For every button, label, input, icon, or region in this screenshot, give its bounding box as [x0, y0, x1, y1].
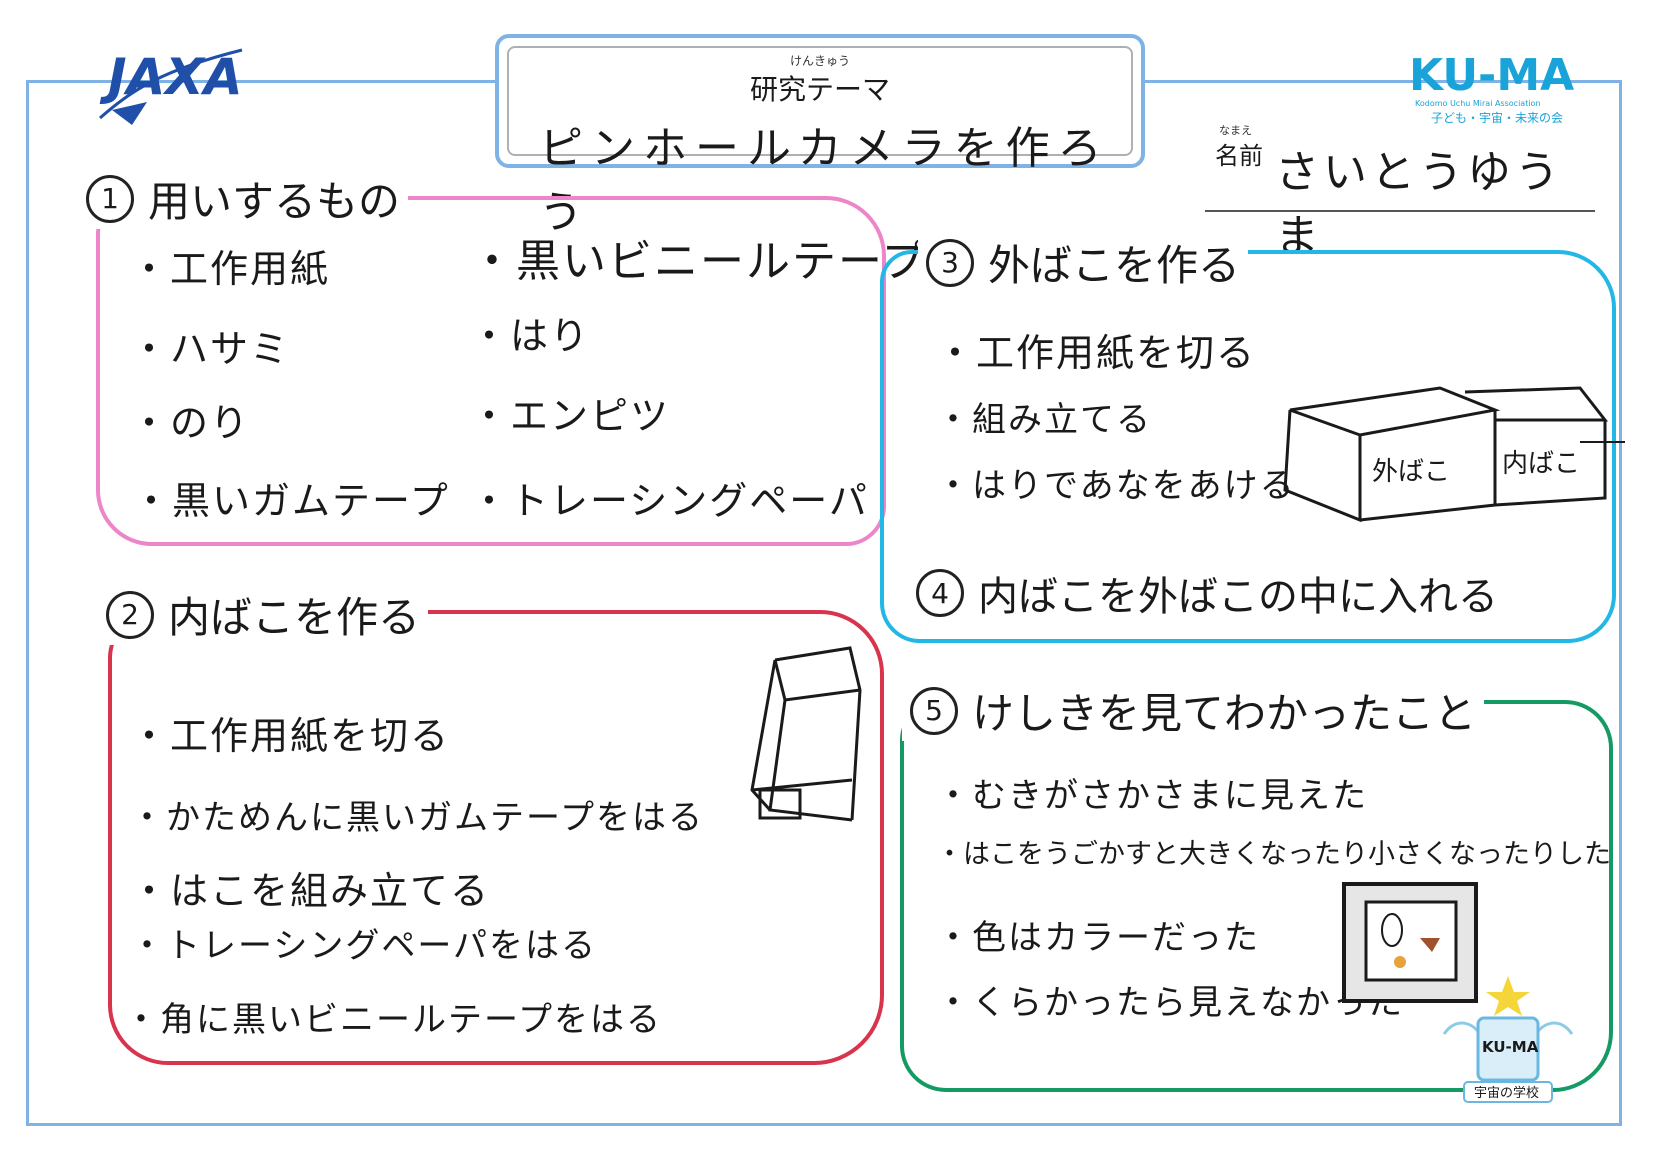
finding-item: ・むきがさかさまに見えた — [936, 776, 1368, 816]
material-item: ・ハサミ — [130, 327, 291, 371]
section-title: 内ばこを外ばこの中に入れる — [978, 574, 1498, 620]
material-item: ・はり — [470, 314, 591, 358]
section-title: 用いするもの — [148, 177, 401, 226]
section-inner-box — [108, 610, 884, 1065]
step-item: ・工作用紙を切る — [130, 714, 451, 758]
material-item: ・のり — [130, 401, 251, 445]
step-item: ・トレーシングペーパをはる — [130, 926, 597, 966]
material-item: ・黒いビニールテープ — [470, 236, 928, 287]
outer-box-label: 外ばこ — [1372, 457, 1450, 487]
section-materials-heading: 1 用いするもの — [78, 168, 409, 229]
step-item: ・かためんに黒いガムテープをはる — [130, 798, 704, 838]
theme-inner: けんきゅう 研究テーマ ピンホールカメラを作ろう — [507, 46, 1133, 238]
section-materials — [96, 196, 886, 546]
material-item: ・工作用紙 — [130, 247, 331, 291]
theme-title: ピンホールカメラを作ろう — [539, 123, 1110, 238]
section-number: 1 — [86, 174, 134, 223]
section-inner-box-heading: 2 内ばこを作る — [98, 584, 429, 645]
theme-ruby: けんきゅう — [789, 54, 850, 68]
material-item: ・トレーシングペーパ — [470, 479, 869, 523]
badge-caption: 宇宙の学校 — [1474, 1085, 1539, 1101]
kuma-logo-subtitle-jp: 子ども・宇宙・未来の会 — [1431, 110, 1563, 125]
kuma-logo-subtitle-en: Kodomo Uchu Mirai Association — [1415, 99, 1541, 108]
inner-box-drawing — [730, 640, 880, 840]
name-area: なまえ 名前 さいとうゆうま — [1205, 118, 1595, 262]
section-title: 外ばこを作る — [988, 241, 1241, 290]
jaxa-logo-text: JAXA — [99, 48, 243, 106]
inner-box-label: 内ばこ — [1502, 449, 1580, 479]
step-item: ・角に黒いビニールテープをはる — [124, 1000, 662, 1040]
kuma-logo-text: KU-MA — [1409, 50, 1574, 101]
finding-item: ・はこをうごかすと大きくなったり小さくなったりした — [936, 839, 1611, 870]
section-number: 3 — [926, 238, 974, 287]
name-value: さいとうゆうま — [1275, 147, 1563, 262]
step-item: ・はこを組み立てる — [130, 869, 491, 913]
name-ruby: なまえ — [1219, 124, 1252, 137]
section-outer-box-heading: 3 外ばこを作る — [918, 232, 1249, 293]
section-number: 5 — [910, 686, 958, 735]
kuma-logo: KU-MA Kodomo Uchu Mirai Association 子ども・… — [1405, 44, 1580, 134]
theme-label: 研究テーマ — [749, 73, 890, 106]
section-insert-heading: 4 内ばこを外ばこの中に入れる — [908, 564, 1506, 622]
section-findings-heading: 5 けしきを見てわかったこと — [902, 680, 1485, 741]
material-item: ・黒いガムテープ — [132, 479, 450, 523]
section-title: けしきを見てわかったこと — [972, 689, 1477, 738]
name-label: 名前 — [1215, 142, 1263, 170]
section-title: 内ばこを作る — [168, 593, 421, 642]
material-item: ・エンピツ — [470, 394, 671, 438]
section-number: 2 — [106, 590, 154, 639]
outer-box-drawing: 外ばこ 内ばこ — [1280, 380, 1625, 530]
finding-item: ・色はカラーだった — [936, 918, 1260, 958]
section-number: 4 — [916, 569, 964, 617]
step-item: ・組み立てる — [936, 400, 1152, 440]
badge-name: KU-MA — [1482, 1038, 1539, 1056]
step-item: ・工作用紙を切る — [936, 331, 1257, 375]
space-school-badge: KU-MA 宇宙の学校 — [1428, 970, 1588, 1105]
jaxa-logo: JAXA — [92, 40, 252, 130]
view-drawing — [1340, 880, 1480, 1005]
theme-box: けんきゅう 研究テーマ ピンホールカメラを作ろう — [495, 34, 1145, 238]
finding-item: ・くらかったら見えなかった — [936, 983, 1404, 1023]
step-item: ・はりであなをあける — [936, 466, 1296, 506]
